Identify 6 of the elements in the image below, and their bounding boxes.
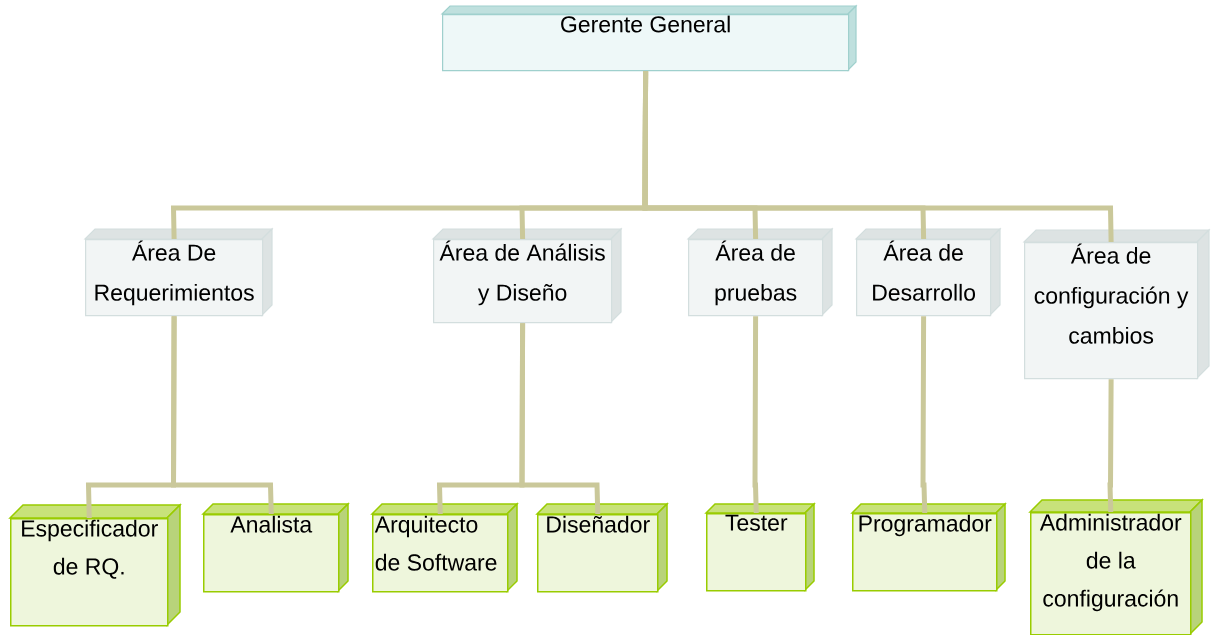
connector-line (1107, 379, 1114, 513)
connector-line (642, 71, 1114, 243)
connector-line (920, 316, 928, 514)
connector-line (519, 323, 601, 515)
connector-line (171, 316, 274, 515)
connector-line (752, 316, 759, 514)
